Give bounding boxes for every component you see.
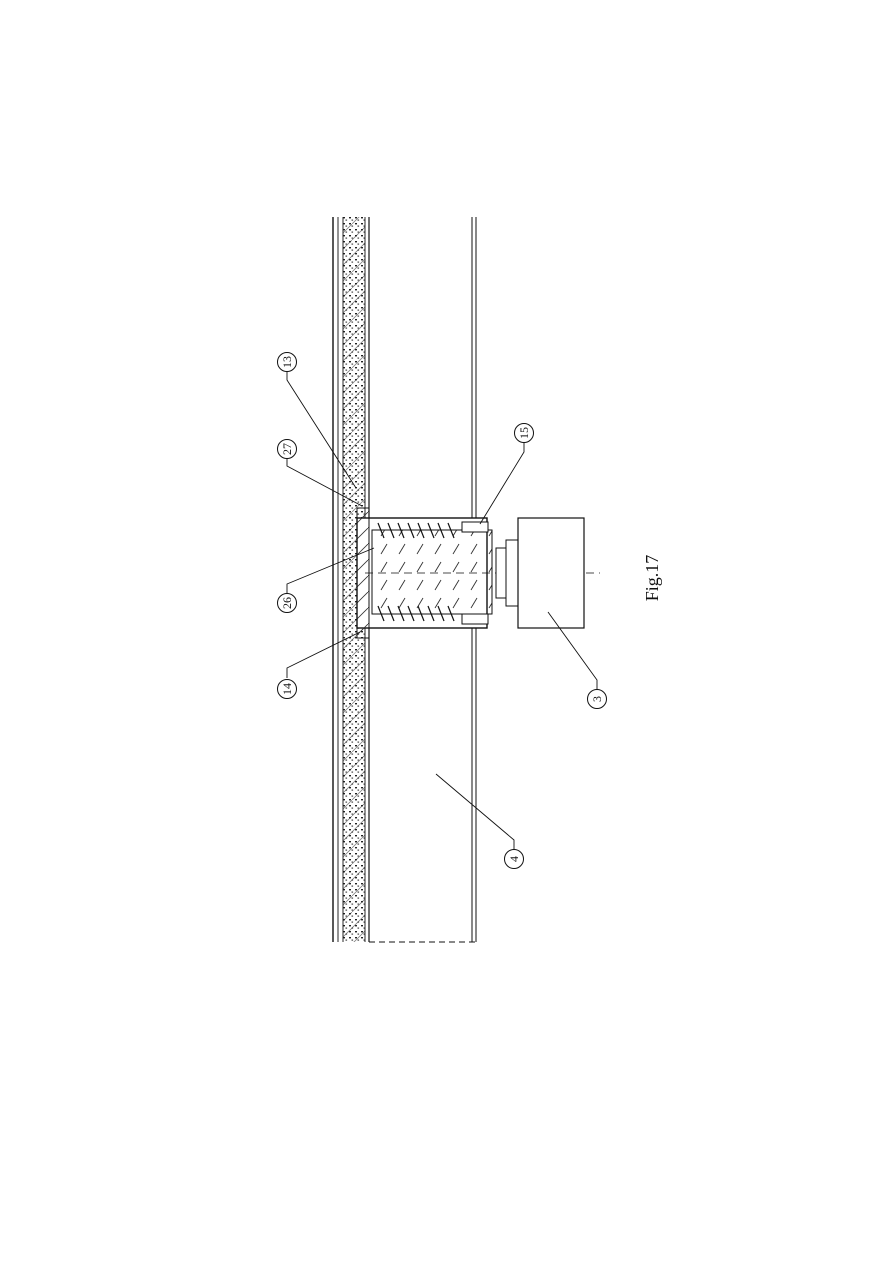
wall-layers xyxy=(332,217,370,942)
slot-top xyxy=(461,521,489,533)
callout-4-label: 4 xyxy=(507,856,521,862)
leaders xyxy=(286,372,598,850)
callout-26: 26 xyxy=(277,593,297,613)
hatched-layer xyxy=(343,217,365,942)
callout-13-label: 13 xyxy=(280,356,294,368)
leader-4 xyxy=(435,773,515,850)
motor-collar xyxy=(505,539,519,607)
callout-26-label: 26 xyxy=(280,597,294,609)
callout-3-label: 3 xyxy=(590,696,604,702)
callout-14-label: 14 xyxy=(280,683,294,695)
slot-bottom xyxy=(461,613,489,625)
callout-15: 15 xyxy=(514,423,534,443)
callout-27-label: 27 xyxy=(280,443,294,455)
leader-26 xyxy=(286,547,375,594)
fitting-core xyxy=(371,529,493,615)
fitting-body xyxy=(356,507,600,639)
leader-15 xyxy=(479,442,525,525)
callouts: 13 27 26 14 15 3 4 xyxy=(277,352,607,869)
thread-top xyxy=(377,522,455,539)
callout-27: 27 xyxy=(277,439,297,459)
callout-14: 14 xyxy=(277,679,297,699)
callout-4: 4 xyxy=(504,849,524,869)
motor-neck xyxy=(495,547,507,599)
figure-caption: Fig.17 xyxy=(642,555,662,602)
callout-15-label: 15 xyxy=(517,427,531,439)
leader-13 xyxy=(286,372,357,489)
leader-14 xyxy=(286,631,361,678)
callout-13: 13 xyxy=(277,352,297,372)
callout-3: 3 xyxy=(587,689,607,709)
motor-body xyxy=(517,517,585,629)
thread-bottom xyxy=(377,605,455,622)
leader-27 xyxy=(286,458,363,507)
leader-3 xyxy=(547,611,598,690)
motor-3 xyxy=(495,517,585,629)
